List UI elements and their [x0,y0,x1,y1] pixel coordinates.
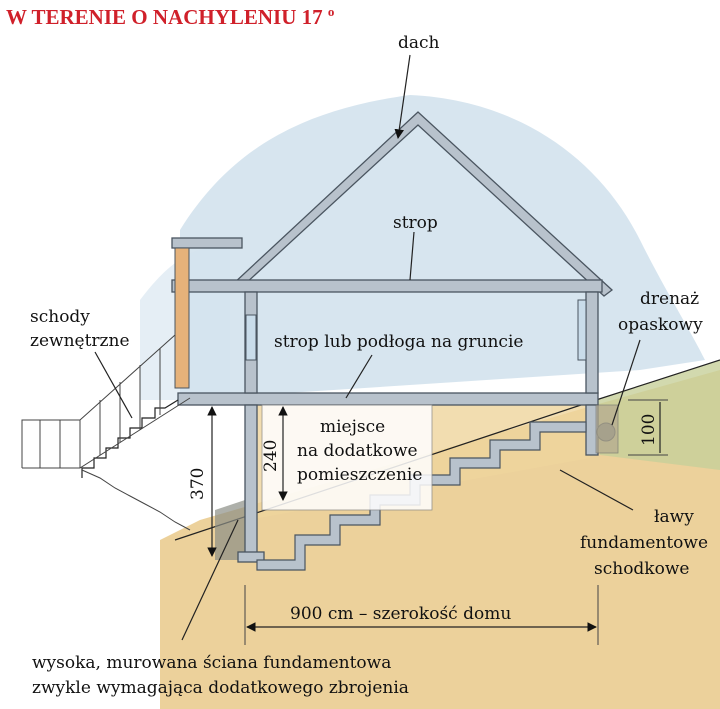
foundation-wall-left [244,404,258,556]
floor-slab [177,392,599,406]
label-ceiling: strop [393,213,438,233]
grass-slope [596,360,720,470]
dim-width-label: 900 cm – szerokość domu [290,604,511,624]
label-floor: strop lub podłoga na gruncie [274,332,523,352]
title-degree: o [328,4,335,19]
label-space-3: pomieszczenie [297,465,422,485]
label-wall-1: wysoka, murowana ściana fundamentowa [32,653,391,673]
label-drain-2: opaskowy [618,315,703,335]
exterior-stairs [81,399,179,478]
label-stairs-2: zewnętrzne [30,331,130,351]
leader-floor [345,354,373,399]
leader-drain [611,339,641,426]
ceiling-slab [171,279,603,293]
dim-100-ticks [628,399,668,456]
stairs-railing-posts [99,348,161,455]
drain-gravel [595,404,619,454]
foundation-footing-left [237,551,265,563]
label-footing-3: schodkowe [594,559,689,579]
label-footing-2: fundamentowe [580,533,708,553]
window-left [245,314,257,361]
title-text: W TERENIE O NACHYLENIU 17 [6,5,323,29]
dim-370-label: 370 [188,468,208,500]
extra-room-outline [261,404,433,511]
leader-roof [394,54,411,139]
wall-right-upper [585,291,599,394]
gravel-left [215,500,245,560]
dim-240-label: 240 [261,440,281,472]
leader-footing [559,469,634,511]
label-stairs-1: schody [30,307,90,327]
label-drain-1: drenaż [640,289,699,309]
leader-wall [181,519,239,641]
exterior-stairs-lower [81,469,191,531]
diagram-title: W TERENIE O NACHYLENIU 17 o [6,4,334,29]
label-footing-1: ławy [654,507,694,527]
leader-stairs [94,351,133,419]
upper-annex-top [171,237,243,249]
dim-100-label: 100 [639,414,659,446]
window [577,299,587,361]
leader-ceiling [409,231,415,281]
sky-background [180,95,705,400]
stairs-railing [21,334,191,469]
label-space-2: na dodatkowe [297,441,418,461]
label-wall-2: zwykle wymagająca dodatkowego zbrojenia [32,678,409,698]
label-space-1: miejsce [320,417,385,437]
label-roof: dach [398,33,440,53]
upper-annex-wall [174,247,190,389]
